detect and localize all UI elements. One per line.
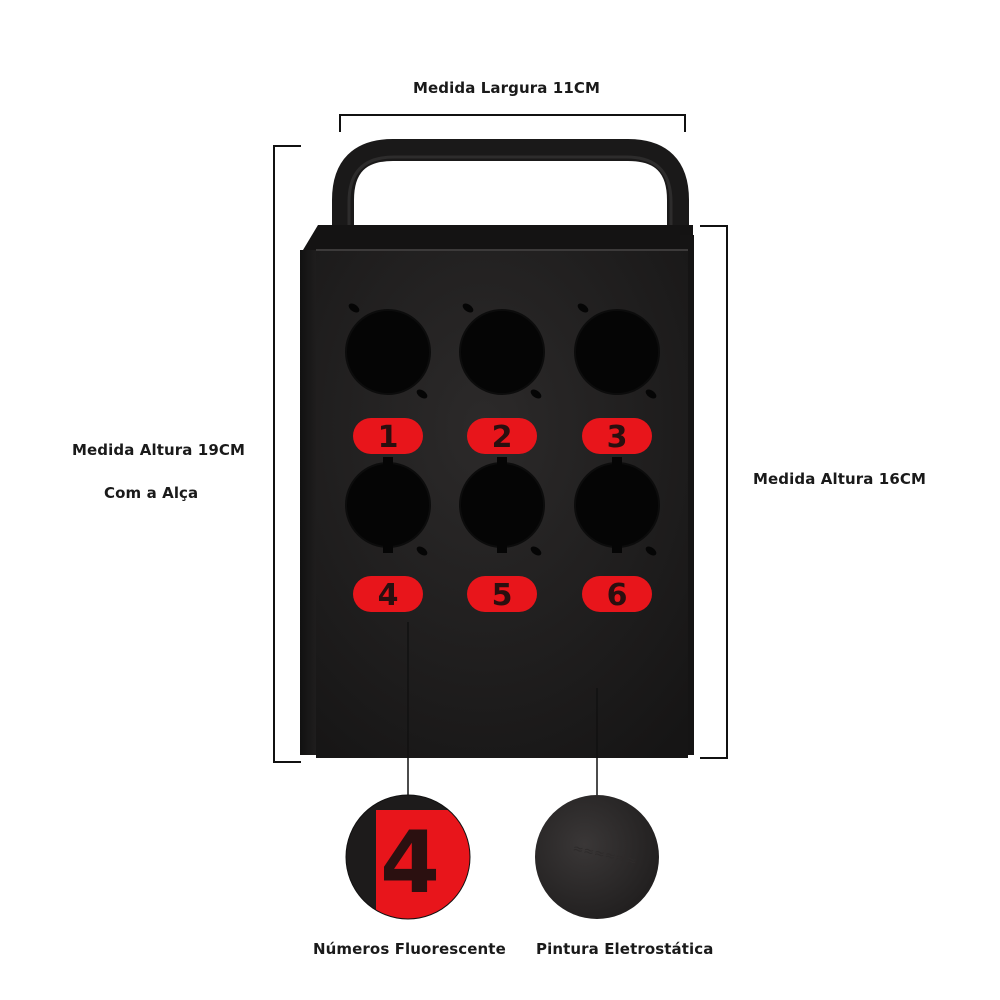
port-number-label: 1 (378, 420, 399, 455)
port-number-label: 5 (492, 578, 513, 613)
connector-hole (574, 303, 660, 399)
width-label: Medida Largura 11CM (413, 79, 601, 97)
height-with-handle-bracket (273, 145, 301, 763)
port-number-label: 6 (607, 578, 628, 613)
port-number-plate: 6 (582, 576, 652, 613)
port-number-plate: 3 (582, 418, 652, 455)
numbers-caption: Números Fluorescente (313, 940, 506, 958)
paint-zoom-circle (535, 795, 659, 919)
port-number-plate: 5 (467, 576, 537, 613)
handle (332, 139, 689, 261)
connector-hole (459, 457, 545, 556)
height-with-handle-sub: Com a Alça (104, 484, 199, 502)
paint-caption: Pintura Eletrostática (536, 940, 714, 958)
height-with-handle-label: Medida Altura 19CM (72, 441, 246, 459)
port-number-label: 2 (492, 420, 513, 455)
height-bracket (700, 225, 728, 759)
port-number-label: 4 (378, 578, 399, 613)
port-number-plate: 1 (353, 418, 423, 455)
box-top-edge (300, 225, 693, 255)
height-label: Medida Altura 16CM (753, 470, 927, 488)
zoom-number: 4 (380, 813, 440, 913)
connector-hole (345, 457, 431, 556)
connector-hole (345, 303, 431, 399)
connector-hole (459, 303, 545, 399)
width-bracket (339, 114, 686, 132)
connector-hole (574, 457, 660, 556)
port-number-plate: 2 (467, 418, 537, 455)
port-number-label: 3 (607, 420, 628, 455)
port-number-plate: 4 (353, 576, 423, 613)
numbers-zoom-circle: 4 (346, 795, 470, 919)
